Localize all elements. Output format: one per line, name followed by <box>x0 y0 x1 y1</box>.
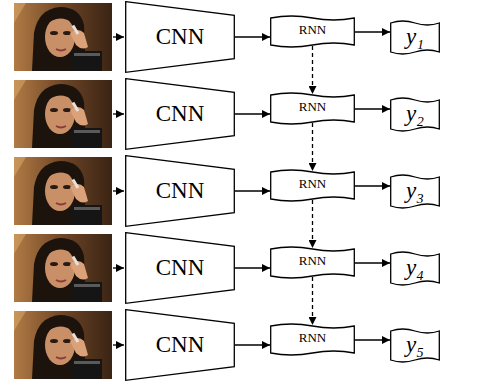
feature-arrow <box>355 262 390 263</box>
recurrent-arrow <box>312 277 313 325</box>
feature-arrow <box>235 36 270 37</box>
block-label: CNN <box>156 178 205 203</box>
rnn-cell: RNN <box>270 246 355 280</box>
recurrent-arrow <box>312 200 313 248</box>
input-arrow <box>113 190 124 191</box>
video-frame <box>14 80 112 148</box>
cnn-block: CNN <box>125 309 235 381</box>
feature-arrow <box>355 339 390 340</box>
output-symbol: y₅ <box>406 332 424 357</box>
feature-arrow <box>235 113 270 114</box>
block-label: RNN <box>299 331 326 345</box>
video-frame <box>14 3 112 71</box>
recurrent-arrow <box>312 46 313 94</box>
rnn-cell: RNN <box>270 323 355 357</box>
output-label: y₂ <box>390 97 440 133</box>
video-frame <box>14 311 112 379</box>
rnn-cell: RNN <box>270 169 355 203</box>
input-arrow <box>113 267 124 268</box>
output-label: y₃ <box>390 174 440 210</box>
block-label: RNN <box>299 177 326 191</box>
output-symbol: y₁ <box>406 24 424 49</box>
video-frame <box>14 157 112 225</box>
output-symbol: y₂ <box>406 101 424 126</box>
block-label: RNN <box>299 23 326 37</box>
feature-arrow <box>355 108 390 109</box>
feature-arrow <box>355 185 390 186</box>
cnn-block: CNN <box>125 1 235 73</box>
output-symbol: y₃ <box>406 178 424 203</box>
input-arrow <box>113 344 124 345</box>
output-label: y₅ <box>390 328 440 364</box>
block-label: RNN <box>299 100 326 114</box>
output-symbol: y₄ <box>406 255 424 280</box>
rnn-cell: RNN <box>270 92 355 126</box>
cnn-block: CNN <box>125 232 235 304</box>
feature-arrow <box>235 267 270 268</box>
cnn-block: CNN <box>125 155 235 227</box>
block-label: CNN <box>156 101 205 126</box>
output-label: y₁ <box>390 20 440 56</box>
feature-arrow <box>355 31 390 32</box>
video-frame <box>14 234 112 302</box>
recurrent-arrow <box>312 123 313 171</box>
block-label: CNN <box>156 24 205 49</box>
feature-arrow <box>235 190 270 191</box>
block-label: CNN <box>156 332 205 357</box>
block-label: RNN <box>299 254 326 268</box>
rnn-cell: RNN <box>270 15 355 49</box>
cnn-block: CNN <box>125 78 235 150</box>
block-label: CNN <box>156 255 205 280</box>
input-arrow <box>113 36 124 37</box>
output-label: y₄ <box>390 251 440 287</box>
input-arrow <box>113 113 124 114</box>
feature-arrow <box>235 344 270 345</box>
